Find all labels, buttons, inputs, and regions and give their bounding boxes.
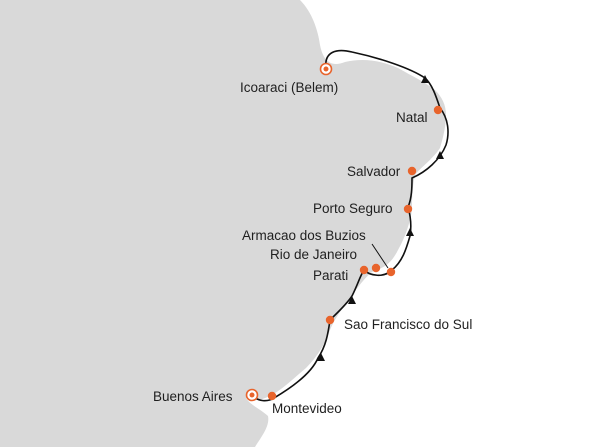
port-label-porto-seguro: Porto Seguro: [313, 201, 393, 216]
port-marker-porto-seguro: [403, 204, 413, 214]
port-label-natal: Natal: [396, 110, 428, 125]
route-direction-arrow: [421, 75, 429, 83]
route-direction-arrow: [348, 296, 356, 304]
port-marker-rio-de-janeiro: [371, 263, 381, 273]
port-marker-armacao-dos-buzios: [386, 267, 396, 277]
port-label-rio-de-janeiro: Rio de Janeiro: [270, 247, 357, 262]
terminal-marker-icoaraci: [319, 62, 333, 76]
port-label-montevideo: Montevideo: [272, 401, 342, 416]
port-label-icoaraci: Icoaraci (Belem): [240, 80, 338, 95]
port-marker-montevideo: [267, 391, 277, 401]
port-label-sao-francisco-do-sul: Sao Francisco do Sul: [344, 317, 472, 332]
route-direction-arrow: [436, 151, 444, 159]
leader-line-armacao-dos-buzios: [371, 243, 389, 269]
route-direction-arrow: [317, 353, 325, 361]
port-label-buenos-aires: Buenos Aires: [153, 389, 233, 404]
terminal-marker-buenos-aires: [245, 388, 259, 402]
port-label-salvador: Salvador: [347, 164, 401, 179]
port-marker-salvador: [407, 166, 417, 176]
port-marker-sao-francisco-do-sul: [325, 315, 335, 325]
port-label-parati: Parati: [313, 268, 348, 283]
route-direction-arrow: [406, 228, 414, 236]
land-south-america: [0, 0, 446, 447]
port-marker-parati: [359, 265, 369, 275]
port-marker-natal: [433, 105, 443, 115]
port-label-armacao-dos-buzios: Armacao dos Buzios: [242, 228, 366, 243]
